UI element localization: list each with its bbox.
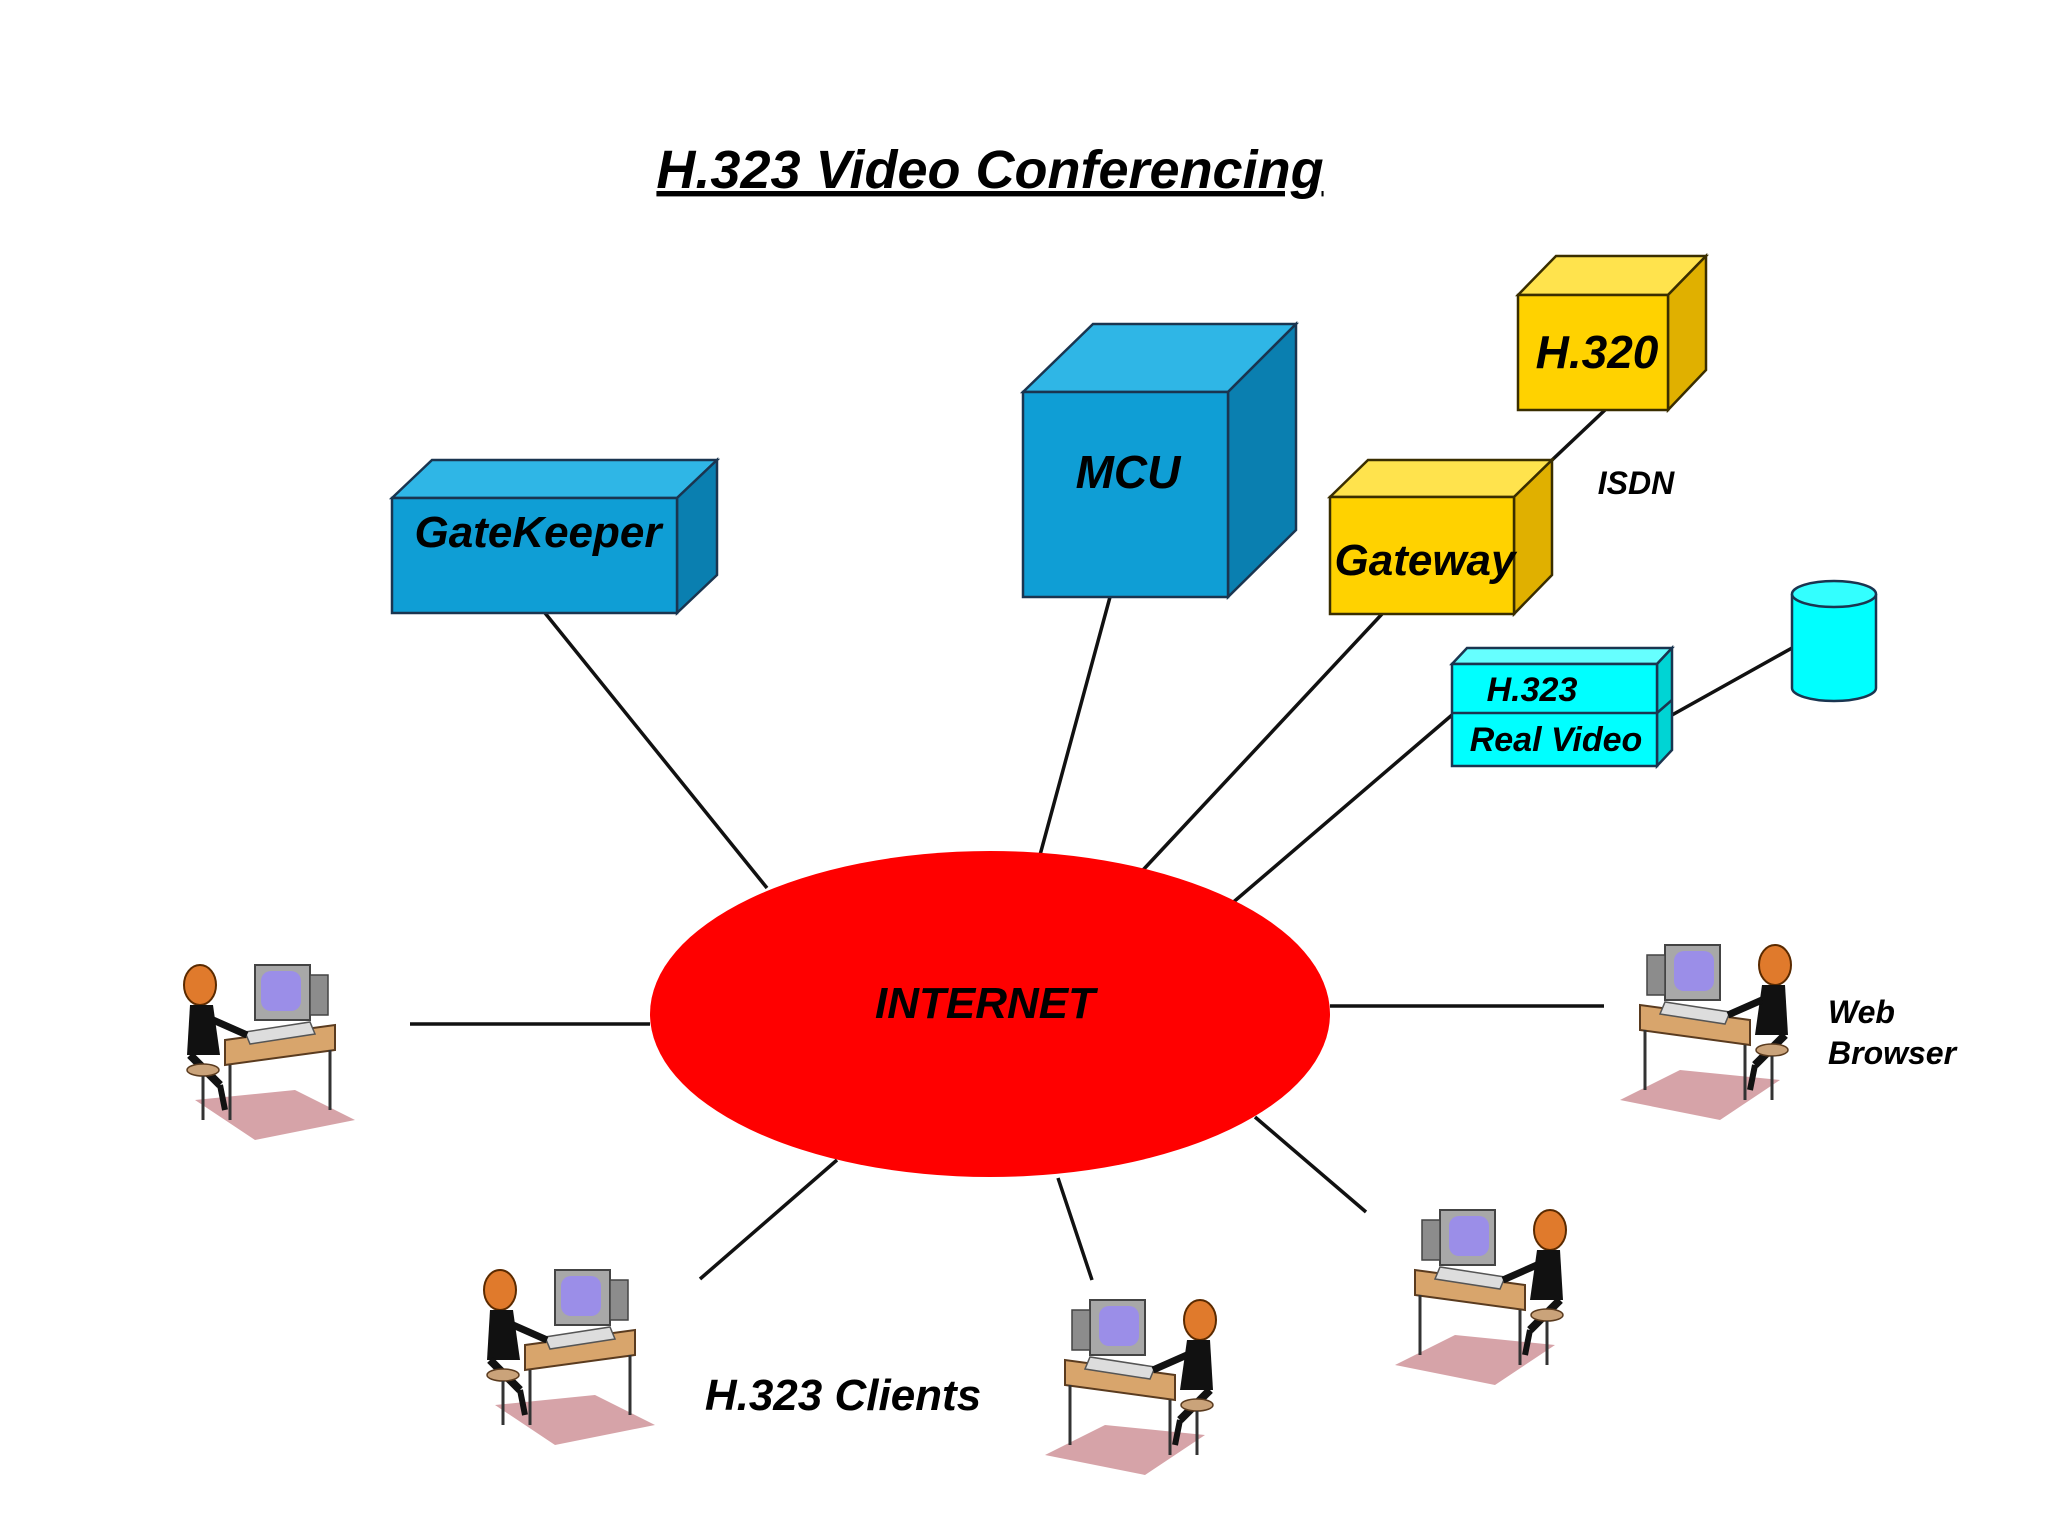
client-left-icon bbox=[184, 965, 355, 1140]
internet-cloud: INTERNET bbox=[650, 851, 1330, 1177]
gatekeeper-label: GateKeeper bbox=[414, 508, 664, 557]
gateway-box: Gateway bbox=[1326, 457, 1556, 618]
gateway-label: Gateway bbox=[1335, 536, 1519, 585]
line-gatekeeper bbox=[543, 611, 769, 890]
line-gateway bbox=[1141, 612, 1384, 872]
h320-box: H.320 bbox=[1515, 252, 1709, 414]
gatekeeper-box: GateKeeper bbox=[388, 457, 721, 616]
line-client-bottom-left bbox=[698, 1158, 839, 1281]
line-client-bottom-right bbox=[1253, 1115, 1368, 1214]
mcu-label: MCU bbox=[1076, 446, 1183, 498]
real-video-label: Real Video bbox=[1470, 721, 1643, 759]
h320-label: H.320 bbox=[1536, 326, 1659, 378]
connection-lines bbox=[410, 408, 1793, 1281]
web-browser-label-line2: Browser bbox=[1828, 1035, 1958, 1071]
line-mcu bbox=[1038, 596, 1112, 856]
h323-clients-label: H.323 Clients bbox=[705, 1371, 981, 1420]
client-bottom-center-icon bbox=[1045, 1300, 1216, 1475]
diagram-title: H.323 Video Conferencing bbox=[656, 140, 1323, 200]
storage-cylinder-icon bbox=[1790, 579, 1878, 703]
line-storage bbox=[1671, 646, 1793, 717]
client-bottom-right-icon bbox=[1395, 1210, 1566, 1385]
line-h323-realvideo bbox=[1228, 713, 1454, 907]
line-client-bottom-center bbox=[1056, 1177, 1094, 1281]
client-web-browser-icon bbox=[1620, 945, 1791, 1120]
client-bottom-left-icon bbox=[484, 1270, 655, 1445]
mcu-box: MCU bbox=[1019, 320, 1300, 600]
web-browser-label-line1: Web bbox=[1828, 994, 1895, 1030]
h323-label: H.323 bbox=[1487, 671, 1578, 709]
h323-realvideo-box: H.323 Real Video bbox=[1449, 644, 1675, 770]
isdn-label: ISDN bbox=[1598, 465, 1675, 501]
internet-label: INTERNET bbox=[875, 979, 1098, 1028]
